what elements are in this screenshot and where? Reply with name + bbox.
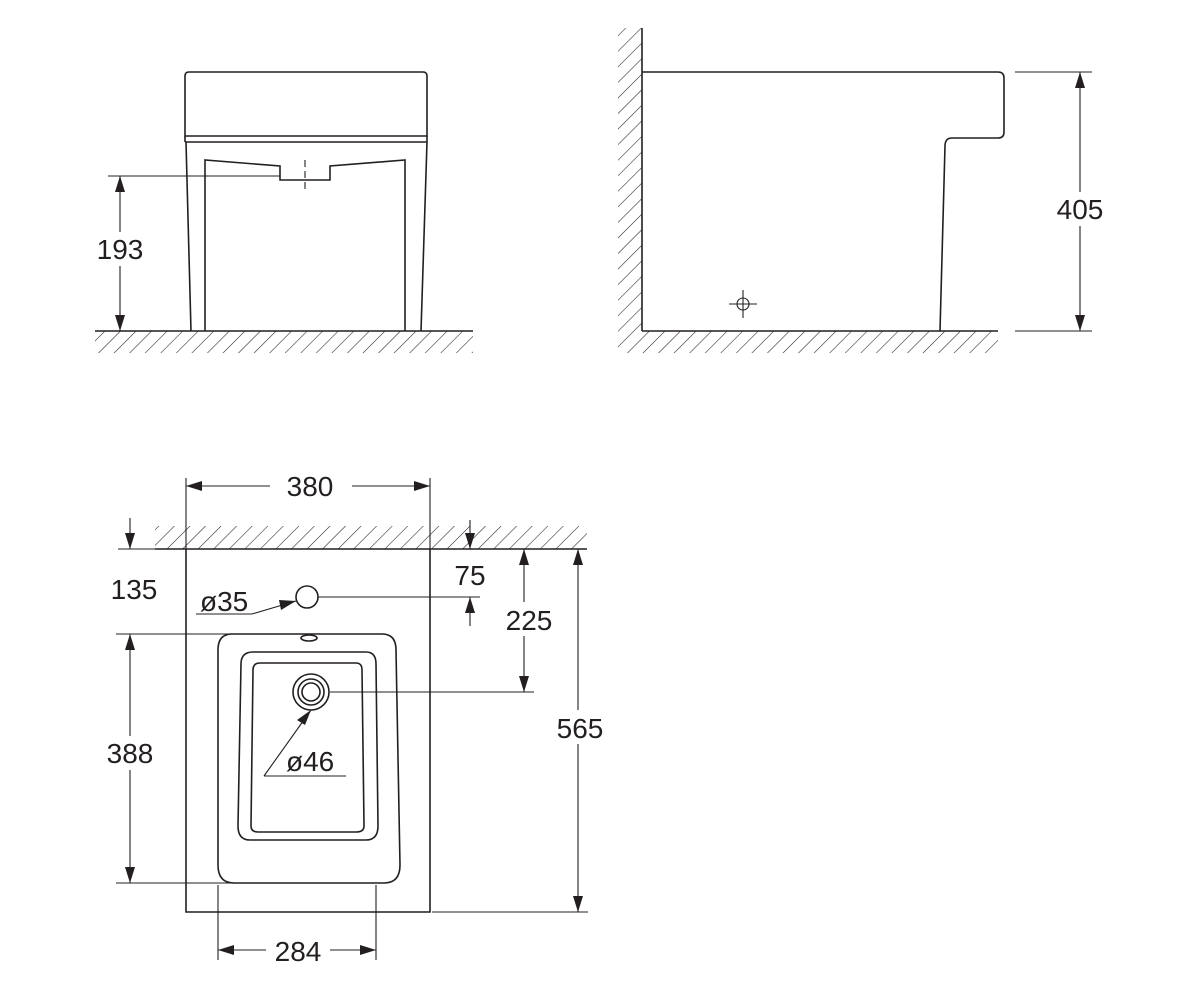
dim-label-225: 225 <box>506 605 553 636</box>
dim-label-d35: ø35 <box>200 586 248 617</box>
bidet-plan-outline <box>185 549 431 913</box>
dim-label-75: 75 <box>454 560 485 591</box>
dimension-284: 284 <box>217 885 377 968</box>
dimension-388: 388 <box>100 633 234 884</box>
dim-label-405: 405 <box>1057 194 1104 225</box>
dim-label-193: 193 <box>97 234 144 265</box>
side-fixing-mark <box>729 290 757 318</box>
dimension-565: 565 <box>432 549 610 913</box>
dimension-d35: ø35 <box>196 586 297 617</box>
dim-label-380: 380 <box>287 471 334 502</box>
dimension-75: 75 <box>318 520 486 626</box>
plan-view: 380 135 ø35 75 <box>100 468 610 968</box>
wall-hatch-side <box>618 28 642 331</box>
dimension-380: 380 <box>185 468 431 549</box>
dimension-405: 405 <box>1015 71 1110 332</box>
wall-hatch-plan <box>155 526 587 549</box>
dim-label-135: 135 <box>111 574 158 605</box>
dimension-135: 135 <box>111 518 158 605</box>
side-view: 405 <box>618 28 1110 353</box>
dim-label-284: 284 <box>275 936 322 967</box>
bidet-front-outline <box>184 71 428 332</box>
floor-hatch-front <box>95 331 473 353</box>
drain-hole <box>292 673 330 711</box>
dimension-d46: ø46 <box>263 709 346 777</box>
front-view: 193 <box>92 71 473 353</box>
floor-hatch-side <box>618 331 998 353</box>
dim-label-d46: ø46 <box>286 746 334 777</box>
dim-label-388: 388 <box>107 738 154 769</box>
tap-hole <box>295 585 319 609</box>
dim-label-565: 565 <box>557 713 604 744</box>
dimension-193: 193 <box>92 175 280 331</box>
dimension-225: 225 <box>330 549 557 693</box>
bidet-side-outline <box>642 71 1005 332</box>
